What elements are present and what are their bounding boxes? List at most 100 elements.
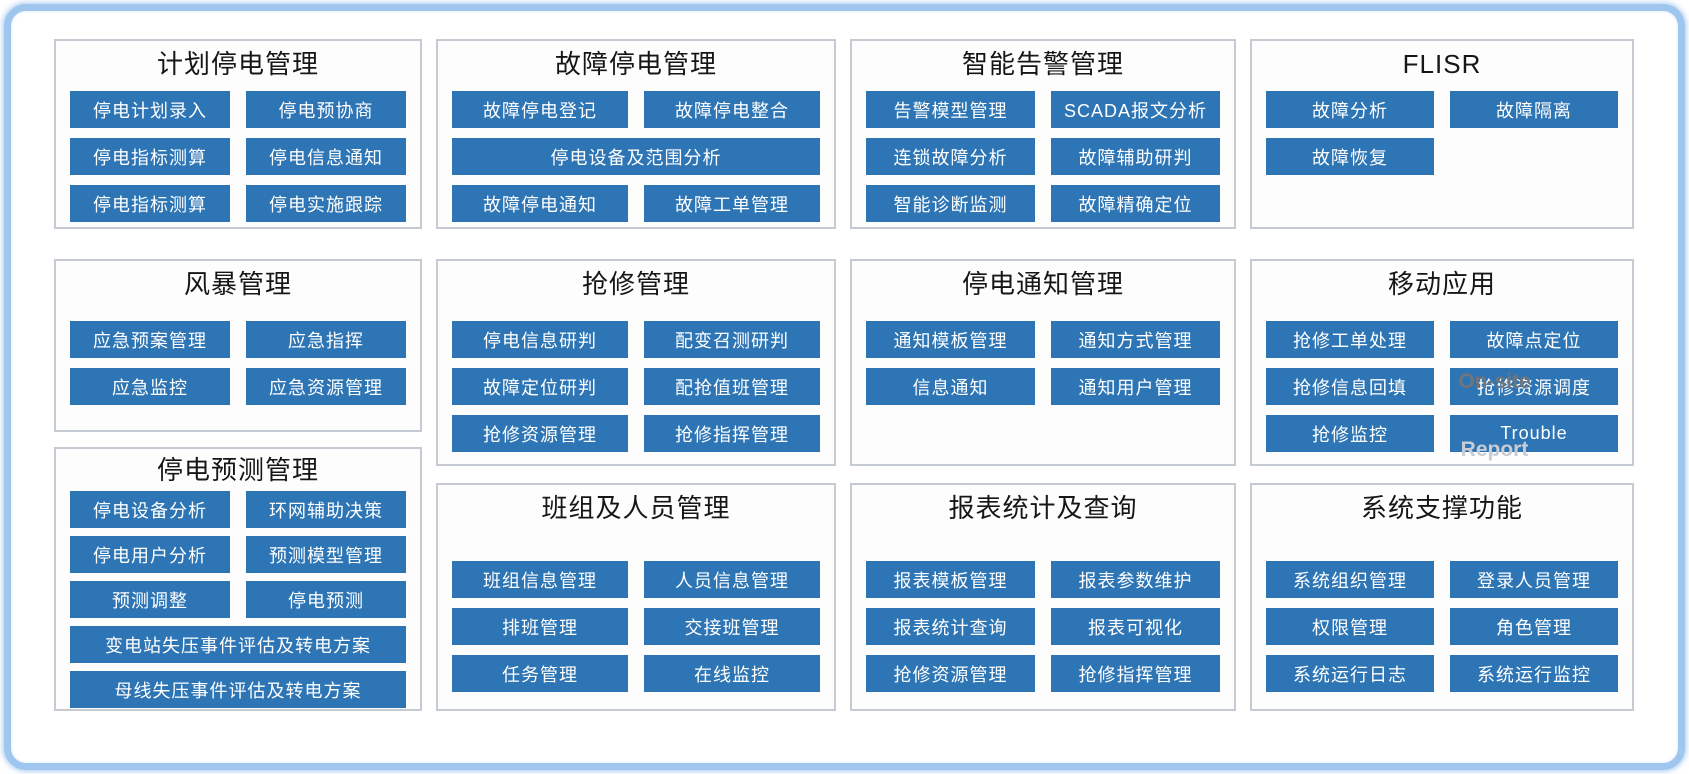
module-button-system-support-r1-c1[interactable]: 角色管理 <box>1450 608 1618 645</box>
module-button-team-personnel-r1-c0[interactable]: 排班管理 <box>452 608 628 645</box>
module-button-flisr-r0-c1[interactable]: 故障隔离 <box>1450 91 1618 128</box>
button-row: 任务管理在线监控 <box>452 655 820 692</box>
module-button-report-query-r1-c0[interactable]: 报表统计查询 <box>866 608 1035 645</box>
module-button-outage-forecast-r3-c0[interactable]: 变电站失压事件评估及转电方案 <box>70 626 406 663</box>
button-area-flisr: 故障分析故障隔离故障恢复 <box>1266 91 1618 175</box>
module-button-system-support-r0-c0[interactable]: 系统组织管理 <box>1266 561 1434 598</box>
panel-fault-outage: 故障停电管理故障停电登记故障停电整合停电设备及范围分析故障停电通知故障工单管理 <box>436 39 836 229</box>
module-button-flisr-r0-c0[interactable]: 故障分析 <box>1266 91 1434 128</box>
module-button-storm-r0-c1[interactable]: 应急指挥 <box>246 321 406 358</box>
module-button-team-personnel-r2-c1[interactable]: 在线监控 <box>644 655 820 692</box>
module-button-repair-r2-c1[interactable]: 抢修指挥管理 <box>644 415 820 452</box>
panel-title-mobile-app: 移动应用 <box>1387 269 1496 299</box>
button-area-repair: 停电信息研判配变召测研判故障定位研判配抢值班管理抢修资源管理抢修指挥管理 <box>452 321 820 452</box>
module-button-planned-outage-r1-c0[interactable]: 停电指标测算 <box>70 138 230 175</box>
panel-title-outage-forecast: 停电预测管理 <box>156 455 319 485</box>
module-button-fault-outage-r0-c0[interactable]: 故障停电登记 <box>452 91 628 128</box>
module-button-smart-alarm-r1-c0[interactable]: 连锁故障分析 <box>866 138 1035 175</box>
module-button-mobile-app-r2-c1[interactable]: Trouble <box>1450 415 1618 452</box>
module-button-outage-forecast-r1-c0[interactable]: 停电用户分析 <box>70 536 230 573</box>
module-button-outage-notice-r1-c0[interactable]: 信息通知 <box>866 368 1035 405</box>
panel-team-personnel: 班组及人员管理班组信息管理人员信息管理排班管理交接班管理任务管理在线监控 <box>436 483 836 711</box>
button-row: 连锁故障分析故障辅助研判 <box>866 138 1220 175</box>
module-button-outage-forecast-r0-c0[interactable]: 停电设备分析 <box>70 491 230 528</box>
empty-cell <box>1450 138 1618 175</box>
module-button-mobile-app-r0-c0[interactable]: 抢修工单处理 <box>1266 321 1434 358</box>
panel-title-smart-alarm: 智能告警管理 <box>961 49 1124 79</box>
module-button-outage-forecast-r4-c0[interactable]: 母线失压事件评估及转电方案 <box>70 671 406 708</box>
module-button-fault-outage-r0-c1[interactable]: 故障停电整合 <box>644 91 820 128</box>
module-button-repair-r1-c0[interactable]: 故障定位研判 <box>452 368 628 405</box>
module-button-report-query-r0-c1[interactable]: 报表参数维护 <box>1051 561 1220 598</box>
app-frame: 计划停电管理停电计划录入停电预协商停电指标测算停电信息通知停电指标测算停电实施跟… <box>4 4 1685 770</box>
module-button-fault-outage-r2-c1[interactable]: 故障工单管理 <box>644 185 820 222</box>
button-row: 故障停电通知故障工单管理 <box>452 185 820 222</box>
module-button-system-support-r1-c0[interactable]: 权限管理 <box>1266 608 1434 645</box>
module-button-system-support-r0-c1[interactable]: 登录人员管理 <box>1450 561 1618 598</box>
module-button-repair-r2-c0[interactable]: 抢修资源管理 <box>452 415 628 452</box>
button-area-team-personnel: 班组信息管理人员信息管理排班管理交接班管理任务管理在线监控 <box>452 561 820 692</box>
module-button-outage-forecast-r0-c1[interactable]: 环网辅助决策 <box>246 491 406 528</box>
button-area-fault-outage: 故障停电登记故障停电整合停电设备及范围分析故障停电通知故障工单管理 <box>452 91 820 222</box>
button-row: 停电计划录入停电预协商 <box>70 91 406 128</box>
module-button-team-personnel-r0-c0[interactable]: 班组信息管理 <box>452 561 628 598</box>
module-button-repair-r0-c0[interactable]: 停电信息研判 <box>452 321 628 358</box>
button-row: 变电站失压事件评估及转电方案 <box>70 626 406 663</box>
module-button-flisr-r1-c0[interactable]: 故障恢复 <box>1266 138 1434 175</box>
panel-mobile-app: 移动应用抢修工单处理故障点定位抢修信息回填抢修资源调度抢修监控 Trouble <box>1250 259 1634 466</box>
button-row: 停电用户分析预测模型管理 <box>70 536 406 573</box>
module-button-repair-r0-c1[interactable]: 配变召测研判 <box>644 321 820 358</box>
module-button-outage-notice-r0-c0[interactable]: 通知模板管理 <box>866 321 1035 358</box>
button-row: 停电信息研判配变召测研判 <box>452 321 820 358</box>
module-button-planned-outage-r1-c1[interactable]: 停电信息通知 <box>246 138 406 175</box>
panel-title-planned-outage: 计划停电管理 <box>156 49 319 79</box>
module-button-fault-outage-r1-c0[interactable]: 停电设备及范围分析 <box>452 138 820 175</box>
module-button-team-personnel-r0-c1[interactable]: 人员信息管理 <box>644 561 820 598</box>
button-row: 母线失压事件评估及转电方案 <box>70 671 406 708</box>
module-button-outage-notice-r1-c1[interactable]: 通知用户管理 <box>1051 368 1220 405</box>
module-button-planned-outage-r2-c1[interactable]: 停电实施跟踪 <box>246 185 406 222</box>
module-button-smart-alarm-r1-c1[interactable]: 故障辅助研判 <box>1051 138 1220 175</box>
button-row: 报表模板管理报表参数维护 <box>866 561 1220 598</box>
module-button-planned-outage-r2-c0[interactable]: 停电指标测算 <box>70 185 230 222</box>
module-button-smart-alarm-r2-c0[interactable]: 智能诊断监测 <box>866 185 1035 222</box>
module-button-storm-r1-c0[interactable]: 应急监控 <box>70 368 230 405</box>
module-button-system-support-r2-c0[interactable]: 系统运行日志 <box>1266 655 1434 692</box>
module-button-report-query-r0-c0[interactable]: 报表模板管理 <box>866 561 1035 598</box>
button-area-planned-outage: 停电计划录入停电预协商停电指标测算停电信息通知停电指标测算停电实施跟踪 <box>70 91 406 222</box>
module-button-planned-outage-r0-c0[interactable]: 停电计划录入 <box>70 91 230 128</box>
module-button-storm-r1-c1[interactable]: 应急资源管理 <box>246 368 406 405</box>
module-button-mobile-app-r0-c1[interactable]: 故障点定位 <box>1450 321 1618 358</box>
module-button-system-support-r2-c1[interactable]: 系统运行监控 <box>1450 655 1618 692</box>
button-row: 应急预案管理应急指挥 <box>70 321 406 358</box>
module-button-outage-notice-r0-c1[interactable]: 通知方式管理 <box>1051 321 1220 358</box>
module-button-smart-alarm-r0-c1[interactable]: SCADA报文分析 <box>1051 91 1220 128</box>
module-button-outage-forecast-r1-c1[interactable]: 预测模型管理 <box>246 536 406 573</box>
module-board: 计划停电管理停电计划录入停电预协商停电指标测算停电信息通知停电指标测算停电实施跟… <box>54 39 1634 711</box>
module-button-mobile-app-r1-c1[interactable]: 抢修资源调度 <box>1450 368 1618 405</box>
module-button-report-query-r1-c1[interactable]: 报表可视化 <box>1051 608 1220 645</box>
button-area-mobile-app: 抢修工单处理故障点定位抢修信息回填抢修资源调度抢修监控 Trouble <box>1266 321 1618 452</box>
module-button-outage-forecast-r2-c0[interactable]: 预测调整 <box>70 581 230 618</box>
module-button-outage-forecast-r2-c1[interactable]: 停电预测 <box>246 581 406 618</box>
module-button-report-query-r2-c0[interactable]: 抢修资源管理 <box>866 655 1035 692</box>
button-row: 抢修资源管理抢修指挥管理 <box>866 655 1220 692</box>
module-button-smart-alarm-r0-c0[interactable]: 告警模型管理 <box>866 91 1035 128</box>
module-button-team-personnel-r1-c1[interactable]: 交接班管理 <box>644 608 820 645</box>
button-row: 系统运行日志系统运行监控 <box>1266 655 1618 692</box>
module-button-smart-alarm-r2-c1[interactable]: 故障精确定位 <box>1051 185 1220 222</box>
module-button-fault-outage-r2-c0[interactable]: 故障停电通知 <box>452 185 628 222</box>
button-area-outage-notice: 通知模板管理通知方式管理信息通知通知用户管理 <box>866 321 1220 405</box>
module-button-mobile-app-r1-c0[interactable]: 抢修信息回填 <box>1266 368 1434 405</box>
module-button-storm-r0-c0[interactable]: 应急预案管理 <box>70 321 230 358</box>
button-row: 通知模板管理通知方式管理 <box>866 321 1220 358</box>
module-button-planned-outage-r0-c1[interactable]: 停电预协商 <box>246 91 406 128</box>
column-2: 故障停电管理故障停电登记故障停电整合停电设备及范围分析故障停电通知故障工单管理抢… <box>436 39 836 711</box>
module-button-report-query-r2-c1[interactable]: 抢修指挥管理 <box>1051 655 1220 692</box>
panel-outage-notice: 停电通知管理通知模板管理通知方式管理信息通知通知用户管理 <box>850 259 1236 466</box>
module-button-mobile-app-r2-c0[interactable]: 抢修监控 <box>1266 415 1434 452</box>
module-button-team-personnel-r2-c0[interactable]: 任务管理 <box>452 655 628 692</box>
module-button-repair-r1-c1[interactable]: 配抢值班管理 <box>644 368 820 405</box>
button-row: 报表统计查询报表可视化 <box>866 608 1220 645</box>
